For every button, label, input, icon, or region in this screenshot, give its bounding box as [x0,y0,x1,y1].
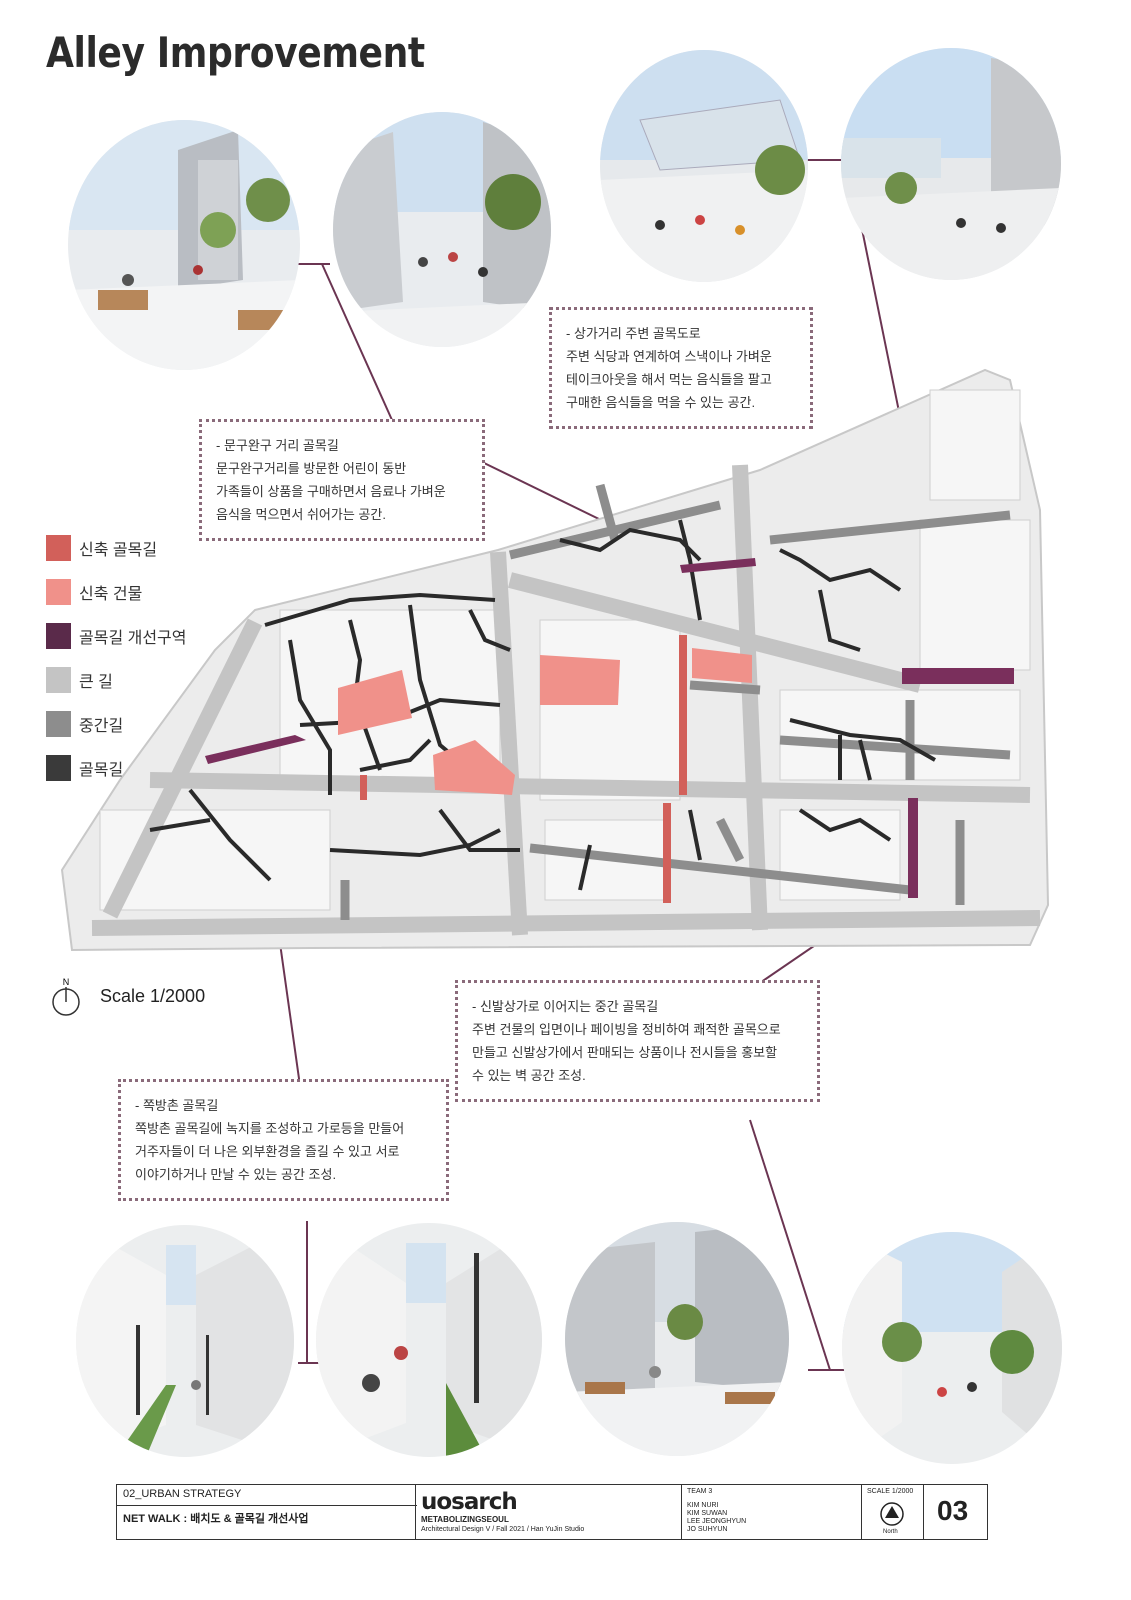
scale-text: Scale 1/2000 [100,985,206,1006]
callout-stationery-alley: - 문구완구 거리 골목길 문구완구거리를 방문한 어린이 동반 가족들이 상품… [199,419,485,541]
scale-label: SCALE 1/2000 [867,1488,914,1495]
legend-label: 신축 골목길 [79,542,158,559]
north-arrow-icon: N [52,977,80,1016]
callout-line: 주변 건물의 입면이나 페이빙을 정비하여 쾌적한 골목으로 [472,1022,781,1037]
legend-swatch [46,579,71,605]
callout-line: 이야기하거나 만날 수 있는 공간 조성. [135,1167,337,1182]
member-name: LEE JEONGHYUN [687,1518,747,1525]
callout-jjokbang-alley: - 쪽방촌 골목길 쪽방촌 골목길에 녹지를 조성하고 가로등을 만들어 거주자… [118,1079,449,1201]
legend-label: 골목길 [79,762,124,779]
callout-line: - 쪽방촌 골목길 [135,1098,219,1113]
callout-line: 수 있는 벽 공간 조성. [472,1068,586,1083]
title-block: 02_URBAN STRATEGY NET WALK : 배치도 & 골목길 개… [116,1484,988,1540]
improvement-zone [680,558,756,573]
course-info: Architectural Design V / Fall 2021 / Han… [421,1526,585,1533]
scale-indicator: N Scale 1/2000 [50,976,205,1016]
render-sinbal-2 [842,1232,1062,1464]
render-jjokbang-1 [76,1225,294,1457]
project-name: METABOLIZINGSEOUL [421,1515,509,1524]
team-members: KIM NURI KIM SUWAN LEE JEONGHYUN JO SUHY… [687,1502,746,1534]
callout-line: 테이크아웃을 해서 먹는 음식들을 팔고 [566,372,772,387]
bottom-margin [0,1580,1131,1600]
legend-swatch [46,667,71,693]
legend-label: 큰 길 [79,674,113,691]
legend-item-alley: 골목길 [46,755,187,781]
new-alley [360,775,367,800]
sheet-subtitle: NET WALK : 배치도 & 골목길 개선사업 [123,1513,309,1525]
member-name: KIM NURI [687,1502,719,1509]
render-shopping-2 [841,48,1061,280]
callout-line: 주변 식당과 연계하여 스낵이나 가벼운 [566,349,772,364]
north-text: North [883,1529,898,1535]
improvement-zone [902,668,1014,684]
callout-line: - 문구완구 거리 골목길 [216,438,339,453]
new-building [338,670,412,735]
callout-line: - 신발상가로 이어지는 중간 골목길 [472,999,659,1014]
page-number: 03 [937,1495,969,1526]
page-title: Alley Improvement [46,28,425,77]
section-label: 02_URBAN STRATEGY [123,1488,242,1500]
legend-label: 중간길 [79,718,124,735]
callout-line: 구매한 음식들을 먹을 수 있는 공간. [566,395,756,410]
map-legend: 신축 골목길 신축 건물 골목길 개선구역 큰 길 중간길 골목길 [46,535,187,799]
render-stationery-1 [68,120,300,370]
callout-line: 가족들이 상품을 구매하면서 음료나 가벼운 [216,484,446,499]
callout-line: 음식을 먹으면서 쉬어가는 공간. [216,507,386,522]
callout-sinbal-alley: - 신발상가로 이어지는 중간 골목길 주변 건물의 입면이나 페이빙을 정비하… [455,980,820,1102]
new-building [433,740,515,795]
render-jjokbang-2 [316,1223,542,1457]
legend-label: 골목길 개선구역 [79,630,187,647]
new-alley [679,635,687,795]
render-sinbal-1 [565,1222,789,1456]
legend-swatch [46,755,71,781]
legend-label: 신축 건물 [79,586,143,603]
member-name: JO SUHYUN [687,1526,728,1533]
new-building [692,648,752,683]
callout-line: 거주자들이 더 나은 외부환경을 즐길 수 있고 서로 [135,1144,400,1159]
callout-shopping-alley: - 상가거리 주변 골목도로 주변 식당과 연계하여 스낵이나 가벼운 테이크아… [549,307,813,429]
callout-line: 문구완구거리를 방문한 어린이 동반 [216,461,407,476]
north-label: N [63,977,70,987]
legend-swatch [46,623,71,649]
callout-line: 만들고 신발상가에서 판매되는 상품이나 전시들을 홍보할 [472,1045,778,1060]
legend-item-new-building: 신축 건물 [46,579,187,605]
improvement-zone [908,798,918,898]
school-logo: uosarch [421,1489,518,1515]
callout-line: 쪽방촌 골목길에 녹지를 조성하고 가로등을 만들어 [135,1121,405,1136]
callout-line: - 상가거리 주변 골목도로 [566,326,701,341]
new-alley [663,803,671,903]
legend-item-new-alley: 신축 골목길 [46,535,187,561]
legend-item-mid-road: 중간길 [46,711,187,737]
legend-swatch [46,711,71,737]
legend-swatch [46,535,71,561]
new-building [540,655,620,705]
member-name: KIM SUWAN [687,1510,728,1517]
render-shopping-1 [600,50,808,282]
north-arrow-icon [880,1502,904,1526]
render-stationery-2 [333,112,551,347]
team-label: TEAM 3 [687,1488,713,1495]
legend-item-main-road: 큰 길 [46,667,187,693]
improvement-zone [205,735,306,764]
legend-item-improvement-zone: 골목길 개선구역 [46,623,187,649]
